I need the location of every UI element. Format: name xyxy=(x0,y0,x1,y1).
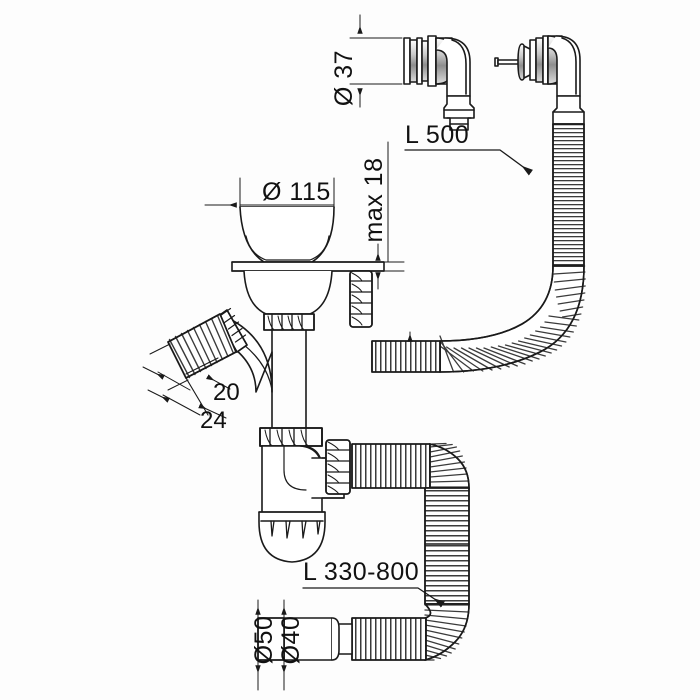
label-l330-800: L 330-800 xyxy=(303,558,419,586)
label-diameter-37: Ø 37 xyxy=(330,50,358,106)
sink-strainer-basket xyxy=(231,206,385,331)
overflow-elbow-with-screw xyxy=(494,35,585,125)
label-hose-outer-24: 24 xyxy=(200,407,227,434)
label-max-18: max 18 xyxy=(360,158,388,243)
trap-cup xyxy=(258,511,326,563)
overflow-corrugated-hose xyxy=(371,123,586,373)
waste-flexible-hose xyxy=(351,442,470,661)
dim-diameter-115 xyxy=(204,177,335,208)
label-diameter-115: Ø 115 xyxy=(262,178,331,206)
vertical-drop-pipe xyxy=(271,329,307,429)
overflow-connection-nut xyxy=(349,270,373,328)
trap-outlet-nut xyxy=(325,439,351,495)
label-diameter-40: Ø40 xyxy=(277,616,305,665)
union-nut-top xyxy=(259,427,323,447)
dim-max-18 xyxy=(333,141,413,342)
outlet-connector xyxy=(257,617,353,661)
leader-l500 xyxy=(404,149,534,176)
counter-top-flange xyxy=(231,261,385,272)
overflow-elbow-fitting xyxy=(403,35,475,131)
dim-outlet-50-40 xyxy=(255,599,287,691)
leader-l330-800 xyxy=(302,587,445,608)
dim-diameter-37 xyxy=(349,14,403,108)
label-l500: L 500 xyxy=(405,121,469,149)
dim-20-24 xyxy=(142,343,231,419)
label-hose-inner-20: 20 xyxy=(213,379,240,406)
label-diameter-50: Ø50 xyxy=(250,616,278,665)
